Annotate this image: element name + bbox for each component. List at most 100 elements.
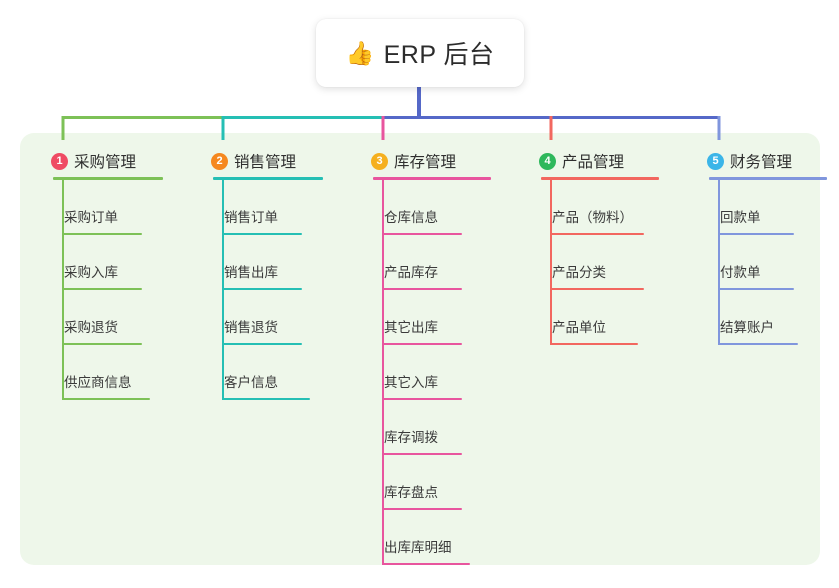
branch-item-list: 产品（物料） 产品分类产品单位	[520, 180, 680, 345]
thumbs-up-icon: 👍	[345, 39, 375, 66]
branch-item-underline	[222, 398, 310, 400]
branch-item-label: 客户信息	[224, 375, 278, 390]
branch-item-label: 供应商信息	[64, 375, 132, 390]
branch-item[interactable]: 产品分类	[520, 235, 680, 290]
diagram-panel-background	[20, 133, 820, 565]
branch-item-label: 其它入库	[384, 375, 438, 390]
branch-item-underline	[222, 288, 302, 290]
branch-item-underline	[382, 233, 462, 235]
branch-number-badge: 5	[707, 152, 724, 170]
branch-item-underline	[382, 343, 462, 345]
branch-number-badge: 2	[211, 152, 228, 170]
branch-column-5: 5 财务管理回款单付款单结算账户	[688, 144, 839, 345]
branch-item-label: 销售退货	[224, 320, 278, 335]
branch-header-1[interactable]: 1 采购管理	[32, 144, 192, 178]
branch-item[interactable]: 其它出库	[352, 290, 512, 345]
branch-spine	[62, 180, 64, 400]
branch-number-badge: 4	[539, 152, 556, 170]
branch-item[interactable]: 销售退货	[192, 290, 352, 345]
branch-item[interactable]: 供应商信息	[32, 345, 192, 400]
branch-item-label: 结算账户	[720, 320, 774, 335]
branch-item-list: 仓库信息产品库存其它出库其它入库库存调拨库存盘点出库库明细	[352, 180, 512, 565]
branch-item-label: 产品分类	[552, 265, 606, 280]
branch-item-label: 采购入库	[64, 265, 118, 280]
branch-spine	[550, 180, 552, 345]
branch-spine	[718, 180, 720, 345]
branch-number-badge: 3	[371, 152, 388, 170]
root-node-title: 👍 ERP 后台	[345, 35, 494, 71]
branch-number-badge: 1	[51, 152, 68, 170]
branch-item-underline	[382, 288, 462, 290]
branch-title-label: 销售管理	[234, 154, 297, 171]
branch-header-underline	[213, 177, 323, 180]
branch-item-underline	[62, 398, 150, 400]
branch-item[interactable]: 其它入库	[352, 345, 512, 400]
branch-item[interactable]: 采购入库	[32, 235, 192, 290]
branch-item-underline	[382, 453, 462, 455]
branch-item-label: 其它出库	[384, 320, 438, 335]
branch-item[interactable]: 采购退货	[32, 290, 192, 345]
branch-header-underline	[709, 177, 827, 180]
branch-item-label: 回款单	[720, 210, 761, 225]
branch-item[interactable]: 付款单	[688, 235, 839, 290]
branch-item-underline	[550, 288, 644, 290]
branch-item[interactable]: 结算账户	[688, 290, 839, 345]
branch-item-underline	[382, 563, 470, 565]
branch-title-label: 采购管理	[74, 154, 137, 171]
branch-item-underline	[62, 343, 142, 345]
branch-item-underline	[718, 233, 794, 235]
branch-item-label: 销售出库	[224, 265, 278, 280]
branch-item[interactable]: 客户信息	[192, 345, 352, 400]
branch-header-underline	[541, 177, 659, 180]
branch-spine	[222, 180, 224, 400]
branch-item[interactable]: 出库库明细	[352, 510, 512, 565]
branch-title-label: 产品管理	[562, 154, 625, 171]
branch-item-underline	[382, 508, 462, 510]
branch-column-3: 3 库存管理仓库信息产品库存其它出库其它入库库存调拨库存盘点出库库明细	[352, 144, 512, 565]
branch-item-underline	[62, 288, 142, 290]
branch-header-4[interactable]: 4 产品管理	[520, 144, 680, 178]
branch-item-label: 采购订单	[64, 210, 118, 225]
branch-item-label: 销售订单	[224, 210, 278, 225]
branch-item-underline	[222, 233, 302, 235]
branch-item-underline	[382, 398, 462, 400]
branch-item-list: 采购订单采购入库采购退货供应商信息	[32, 180, 192, 400]
branch-item-label: 库存盘点	[384, 485, 438, 500]
branch-item-label: 付款单	[720, 265, 761, 280]
root-node-card[interactable]: 👍 ERP 后台	[316, 19, 524, 87]
branch-item-label: 库存调拨	[384, 430, 438, 445]
branch-item-label: 出库库明细	[384, 540, 452, 555]
branch-item[interactable]: 库存盘点	[352, 455, 512, 510]
branch-title-label: 财务管理	[730, 154, 793, 171]
branch-header-5[interactable]: 5 财务管理	[688, 144, 839, 178]
branch-item[interactable]: 仓库信息	[352, 180, 512, 235]
branch-item[interactable]: 采购订单	[32, 180, 192, 235]
branch-title-label: 库存管理	[394, 154, 457, 171]
branch-item[interactable]: 回款单	[688, 180, 839, 235]
branch-column-4: 4 产品管理产品（物料） 产品分类产品单位	[520, 144, 680, 345]
branch-item-label: 采购退货	[64, 320, 118, 335]
branch-item-list: 销售订单销售出库销售退货客户信息	[192, 180, 352, 400]
branch-item[interactable]: 产品库存	[352, 235, 512, 290]
branch-item[interactable]: 库存调拨	[352, 400, 512, 455]
branch-spine	[382, 180, 384, 565]
branch-item-label: 产品库存	[384, 265, 438, 280]
branch-item-underline	[550, 343, 638, 345]
branch-item-underline	[718, 343, 798, 345]
branch-item[interactable]: 产品（物料）	[520, 180, 680, 235]
branch-header-2[interactable]: 2 销售管理	[192, 144, 352, 178]
branch-item[interactable]: 产品单位	[520, 290, 680, 345]
branch-column-1: 1 采购管理采购订单采购入库采购退货供应商信息	[32, 144, 192, 400]
branch-item-underline	[222, 343, 302, 345]
branch-item-label: 产品（物料）	[552, 210, 633, 225]
branch-item-underline	[62, 233, 142, 235]
branch-item-list: 回款单付款单结算账户	[688, 180, 839, 345]
branch-header-3[interactable]: 3 库存管理	[352, 144, 512, 178]
branch-item-underline	[718, 288, 794, 290]
branch-item[interactable]: 销售订单	[192, 180, 352, 235]
branch-item[interactable]: 销售出库	[192, 235, 352, 290]
branch-item-underline	[550, 233, 644, 235]
branch-header-underline	[53, 177, 163, 180]
branch-item-label: 产品单位	[552, 320, 606, 335]
